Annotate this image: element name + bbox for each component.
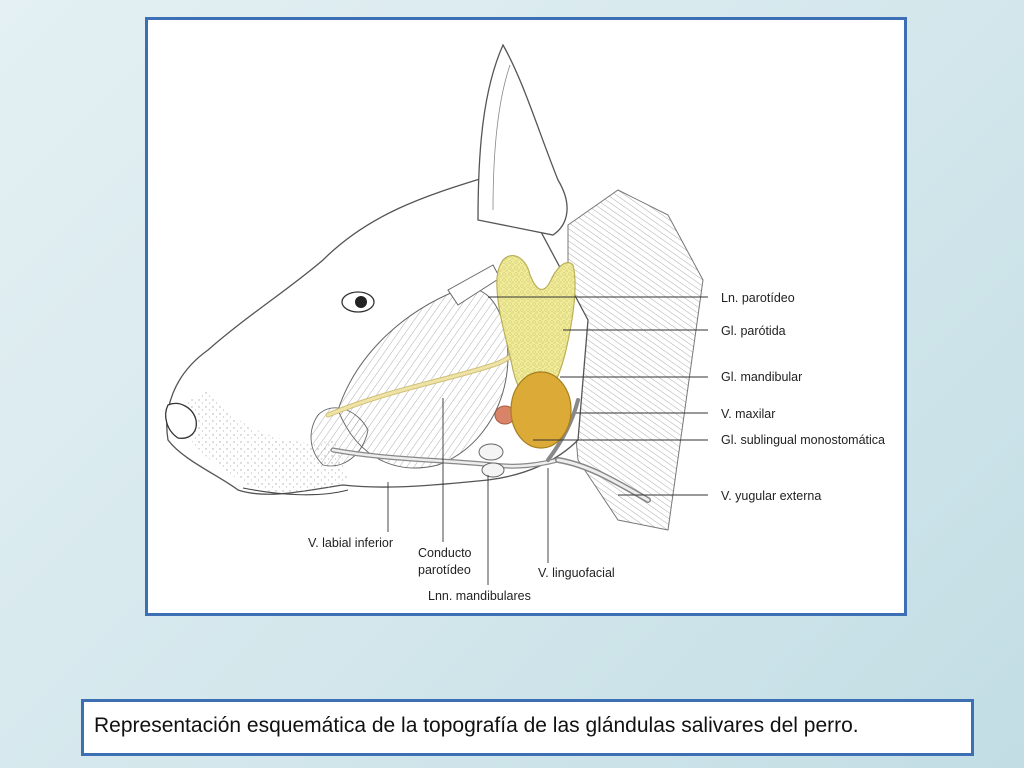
- label-ln-parotideo: Ln. parotídeo: [721, 291, 795, 305]
- neck-muscles: [567, 189, 704, 531]
- label-lnn-mandibulares: Lnn. mandibulares: [428, 589, 531, 603]
- leader-lines: [387, 296, 708, 585]
- label-v-linguofacial: V. linguofacial: [538, 566, 615, 580]
- nose: [165, 402, 197, 439]
- mandibular-gland: [510, 371, 572, 449]
- mandibular-lymph-node-2: [481, 462, 505, 478]
- label-gl-sublingual: Gl. sublingual monostomática: [721, 433, 885, 447]
- figure-frame: Ln. parotídeo Gl. parótida Gl. mandibula…: [145, 17, 907, 616]
- dog-head-illustration: Ln. parotídeo Gl. parótida Gl. mandibula…: [165, 43, 885, 603]
- label-v-yugular: V. yugular externa: [721, 489, 821, 503]
- label-v-labial: V. labial inferior: [308, 536, 393, 550]
- caption-box: Representación esquemática de la topogra…: [81, 699, 974, 756]
- ear: [477, 43, 568, 236]
- label-v-maxilar: V. maxilar: [721, 407, 775, 421]
- label-gl-mandibular: Gl. mandibular: [721, 370, 802, 384]
- label-conducto-line1: Conducto: [418, 546, 472, 560]
- mandibular-lymph-node-1: [478, 443, 504, 461]
- caption-text: Representación esquemática de la topogra…: [94, 714, 859, 737]
- label-conducto-line2: parotídeo: [418, 563, 471, 577]
- label-gl-parotida: Gl. parótida: [721, 324, 786, 338]
